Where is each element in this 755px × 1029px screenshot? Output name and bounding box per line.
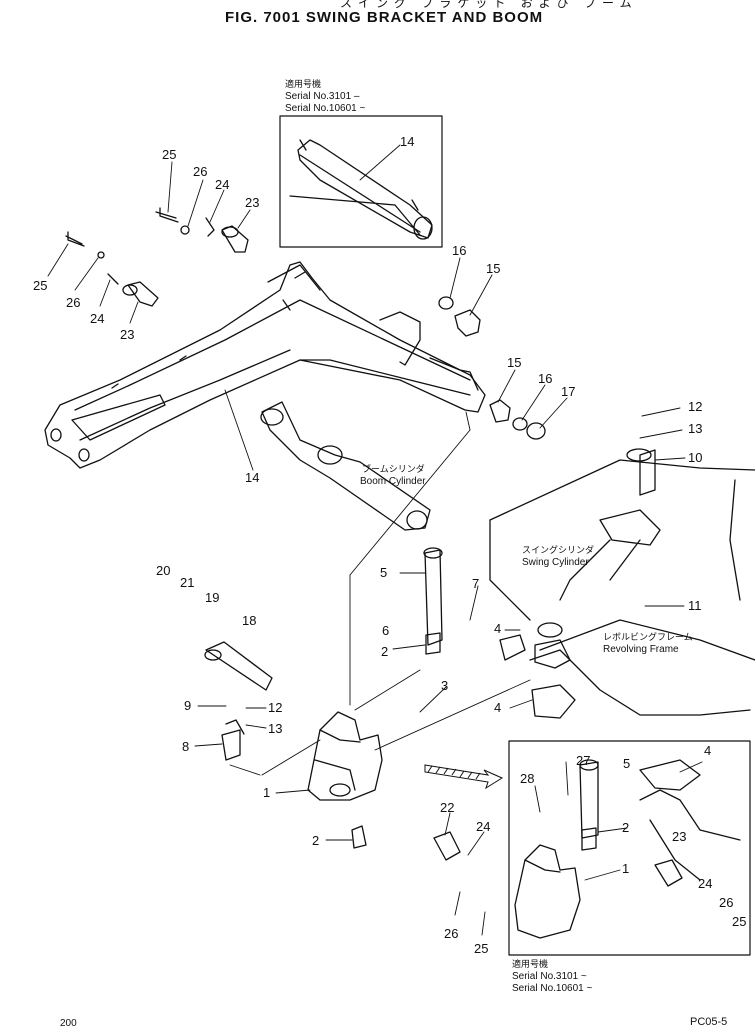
japanese-figure-title: スイング ブラケット および ブーム [340,0,638,10]
callout-number: 7 [472,576,479,591]
callout-number: 26 [719,895,733,910]
callout-number: 18 [242,613,256,628]
callout-number: 4 [494,700,501,715]
callouts-boom-group: 25 26 24 23 25 26 24 23 14 16 15 15 16 1… [33,134,575,485]
callout-number: 15 [507,355,521,370]
inset-boom-drawing [289,139,433,240]
callout-number: 10 [688,450,702,465]
callout-number: 28 [520,771,534,786]
callout-number: 14 [245,470,259,485]
callout-number: 11 [688,598,702,613]
callout-number: 8 [182,739,189,754]
callout-number: 13 [268,721,282,736]
callout-number: 24 [476,819,490,834]
inset-box-top [279,115,443,248]
revolving-frame-en: Revolving Frame [603,644,679,655]
annotation-labels: 適用号機 Serial No.3101 – Serial No.10601 ~ … [285,78,693,994]
boom-cylinder-drawing [260,401,431,531]
callout-number: 4 [494,621,501,636]
callouts-swing-group: 12 13 10 11 20 21 19 18 5 6 7 4 2 4 3 9 … [156,399,702,956]
revolving-frame-drawing [489,448,755,719]
page-number: 200 [60,1018,77,1029]
callout-number: 2 [622,820,629,835]
page-code: PC05-5 [690,1016,728,1028]
callout-number: 2 [312,833,319,848]
callout-number: 14 [400,134,414,149]
inset-top-jp-label: 適用号機 [285,78,321,89]
inset-bracket-drawing [514,759,741,939]
callout-number: 5 [623,756,630,771]
callout-number: 24 [90,311,104,326]
callout-number: 16 [538,371,552,386]
direction-arrow [424,764,504,790]
callout-number: 22 [440,800,454,815]
callout-number: 12 [688,399,702,414]
callout-number: 24 [698,876,712,891]
inset-bottom-jp-label: 適用号機 [512,958,548,969]
inset-bottom-serial-2: Serial No.10601 ~ [512,983,592,994]
callout-number: 25 [474,941,488,956]
callout-number: 25 [732,914,746,929]
callout-number: 1 [622,861,629,876]
callout-number: 15 [486,261,500,276]
callout-number: 3 [441,678,448,693]
callout-number: 23 [245,195,259,210]
callout-number: 26 [193,164,207,179]
callout-number: 13 [688,421,702,436]
swing-cylinder-jp: スイングシリンダ [522,544,594,555]
callout-number: 24 [215,177,229,192]
callout-number: 25 [162,147,176,162]
callout-number: 9 [184,698,191,713]
boom-hardware [65,207,546,440]
callout-number: 2 [381,644,388,659]
inset-top-serial-1: Serial No.3101 – [285,91,360,102]
callout-number: 12 [268,700,282,715]
callout-number: 26 [66,295,80,310]
boom-cylinder-jp: ブームシリンダ [362,463,425,474]
callout-number: 23 [672,829,686,844]
callout-number: 16 [452,243,466,258]
callouts-inset-group: 27 28 5 4 2 1 23 24 26 25 [520,743,746,929]
callout-number: 26 [444,926,458,941]
callout-number: 4 [704,743,711,758]
inset-top-serial-2: Serial No.10601 ~ [285,103,365,114]
callout-number: 17 [561,384,575,399]
callout-number: 19 [205,590,219,605]
figure-title: FIG. 7001 SWING BRACKET AND BOOM [225,9,544,26]
callout-number: 21 [180,575,194,590]
inset-box-bottom [508,740,751,956]
swing-cylinder-en: Swing Cylinder [522,557,589,568]
inset-bottom-serial-1: Serial No.3101 ~ [512,971,587,982]
leader-lines [47,144,703,936]
callout-number: 20 [156,563,170,578]
callout-number: 1 [263,785,270,800]
swing-bracket-drawing [204,547,563,861]
callout-number: 25 [33,278,47,293]
callout-number: 5 [380,565,387,580]
callout-number: 6 [382,623,389,638]
boom-cylinder-en: Boom Cylinder [360,476,426,487]
callout-number: 23 [120,327,134,342]
revolving-frame-jp: レボルビングフレーム [603,631,693,642]
boom-drawing [44,261,486,469]
callout-number: 27 [576,753,590,768]
